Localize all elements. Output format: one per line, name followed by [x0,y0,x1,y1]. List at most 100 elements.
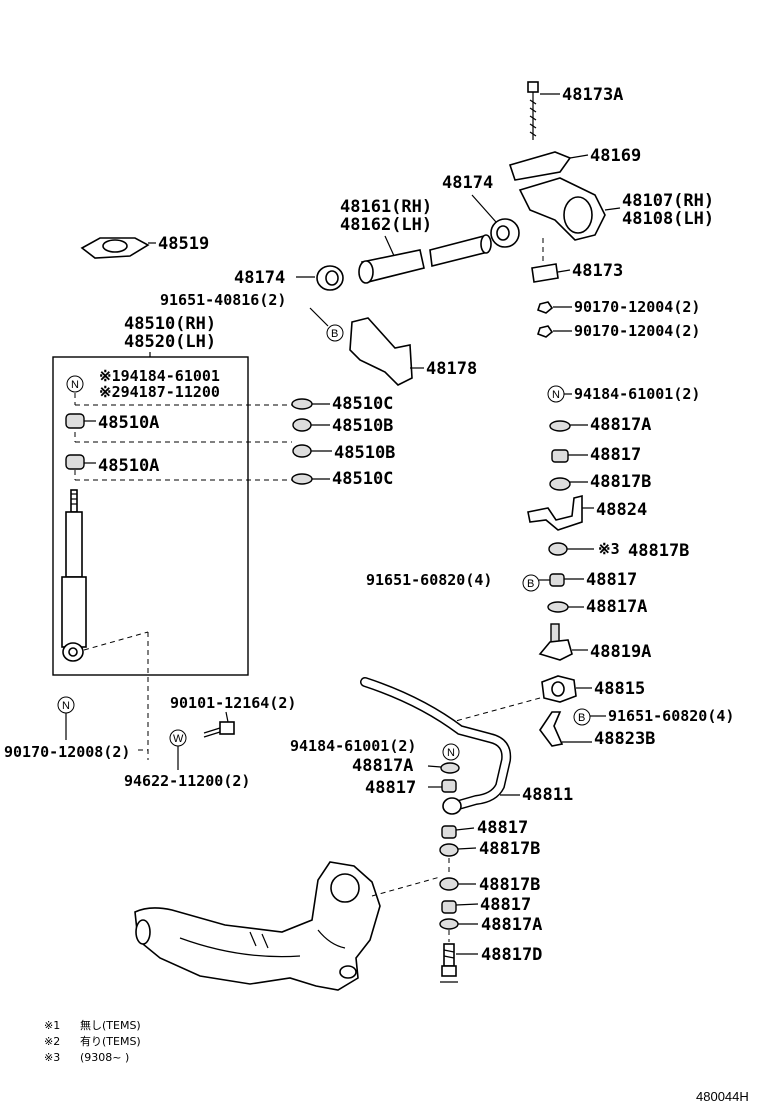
label-48173: 48173 [572,261,623,281]
bracket-48824 [527,494,583,531]
bolt-48173A [527,81,539,140]
label-48824: 48824 [596,500,647,520]
svg-text:N: N [62,700,70,712]
note-3-text: (9308~ ) [80,1051,129,1064]
shock-absorber [61,489,87,662]
label-48817B-r1: 48817B [590,472,651,492]
bushing-48817-center [441,779,457,793]
washer-48817A-center [440,762,460,774]
label-90170-12004-b: 90170-12004(2) [574,322,700,340]
label-48510: 48510(RH) [124,314,216,334]
bushing-48510B-b [292,444,312,458]
label-48510A-a: 48510A [98,413,159,433]
washer-48817B-r2 [548,542,568,556]
note-2-mark: ※2 [44,1035,60,1048]
bushing-48817-c2 [441,825,457,839]
label-94622-11200: 94622-11200(2) [124,772,250,790]
label-48817-r2: 48817 [586,570,637,590]
svg-text:B: B [527,578,534,590]
washer-48817B-c2 [439,877,459,891]
bushing-48510A-b [65,454,85,470]
diagram-code: 480044H [696,1089,749,1104]
label-94184-61001-box: 94184-61001 [121,367,220,385]
label-48817D: 48817D [481,945,542,965]
label-91651-40816: 91651-40816(2) [160,291,286,309]
svg-text:N: N [447,747,455,759]
bracket-48107 [518,177,606,241]
star3-right: ※3 [598,540,620,558]
lower-control-arm [134,861,381,991]
label-48510C-b: 48510C [332,469,393,489]
label-48520: 48520(LH) [124,332,216,352]
marker-N-2: N [57,696,75,714]
marker-N-center: N [442,743,460,761]
marker-N-right: N [547,385,565,403]
marker-B-2: B [522,574,540,592]
label-48162: 48162(LH) [340,215,432,235]
label-48169: 48169 [590,146,641,166]
note-1-text: 無し(TEMS) [80,1018,141,1032]
label-48823B: 48823B [594,729,655,749]
label-48817A-r1: 48817A [590,415,651,435]
label-48819A: 48819A [590,642,651,662]
svg-text:W: W [173,733,184,745]
note-2-text: 有り(TEMS) [80,1034,141,1048]
label-48817-c2: 48817 [477,818,528,838]
assembly-box [52,356,249,676]
marker-W: W [169,729,187,747]
link-48819A [538,623,573,661]
block-48173 [531,263,559,283]
bolt-90101-12164 [203,721,235,738]
label-94184-61001-center: 94184-61001(2) [290,737,416,755]
label-48108: 48108(LH) [622,209,714,229]
washer-48817B-c1 [439,843,459,857]
label-48174-left: 48174 [234,268,285,288]
label-48817-center: 48817 [365,778,416,798]
marker-N-box: N [66,375,84,393]
label-91651-60820-b: 91651-60820(4) [608,707,734,725]
svg-text:※194184-61001: ※194184-61001 [99,367,220,385]
cap-48169 [508,151,572,181]
svg-text:N: N [552,389,560,401]
nut-90170-12004-b [536,325,554,338]
label-48519: 48519 [158,234,209,254]
washer-48817B-r1 [549,477,571,491]
label-90101-12164: 90101-12164(2) [170,694,296,712]
star2-box: ※2 [99,383,121,401]
bushing-48510B-a [292,418,312,432]
label-48811: 48811 [522,785,573,805]
svg-text:B: B [578,712,585,724]
svg-text:B: B [331,328,338,340]
label-48107: 48107(RH) [622,191,714,211]
label-48510B-a: 48510B [332,416,393,436]
marker-B-1: B [326,324,344,342]
washer-48510C-a [291,398,313,410]
label-94184-61001-right: 94184-61001(2) [574,385,700,403]
washer-48510C-b [291,473,313,485]
washer-48817A-r1 [549,420,571,432]
label-48817A-c2: 48817A [481,915,542,935]
label-48510C-a: 48510C [332,394,393,414]
label-48510B-b: 48510B [334,443,395,463]
label-48817A-r2: 48817A [586,597,647,617]
label-48510A-b: 48510A [98,456,159,476]
marker-B-3: B [573,708,591,726]
stabilizer-bar-48811 [360,677,512,815]
label-48817B-r2: 48817B [628,541,689,561]
washer-48817A-r2 [547,601,569,613]
bushing-48817-r2 [549,573,565,587]
label-94187-11200: 94187-11200 [121,383,220,401]
svg-text:※294187-11200: ※294187-11200 [99,383,220,401]
star1-box: ※1 [99,367,121,385]
note-1-mark: ※1 [44,1019,60,1032]
bushing-48817-r1 [551,449,569,463]
bracket-48178 [349,317,413,386]
label-91651-60820-a: 91651-60820(4) [366,571,492,589]
nut-90170-12004-a [536,301,554,314]
bracket-48823B [539,711,564,747]
label-48174-top: 48174 [442,173,493,193]
label-48161: 48161(RH) [340,197,432,217]
label-48817A-center: 48817A [352,756,413,776]
note-3-mark: ※3 [44,1051,60,1064]
